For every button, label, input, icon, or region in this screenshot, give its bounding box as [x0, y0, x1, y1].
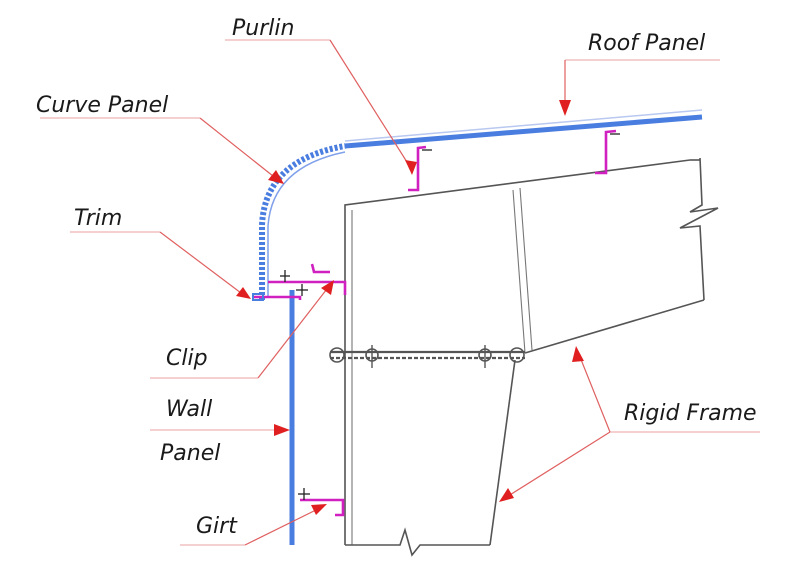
- haunch-stiffener: [512, 189, 526, 354]
- wall-panel-arrow: [274, 424, 290, 436]
- rigid-frame-leader-bottom: [504, 431, 611, 499]
- purlin-group: [408, 129, 620, 192]
- haunch-connection: [329, 345, 525, 368]
- girt-label: Girt: [196, 514, 238, 539]
- trim-corner: [252, 293, 264, 301]
- girt: [298, 488, 345, 517]
- roof-panel-rib: [344, 109, 703, 142]
- curve-panel-sheet: [259, 143, 346, 300]
- eave-trim-clip: [252, 263, 347, 301]
- haunch-stiffener-2: [519, 187, 533, 351]
- column-base-break: [345, 527, 490, 557]
- leaders: [40, 39, 760, 546]
- curve-panel-inner-edge: [267, 151, 346, 298]
- clip-arrow: [321, 280, 334, 295]
- rigid-frame-arrow-top: [572, 346, 584, 362]
- trim-label: Trim: [74, 206, 122, 231]
- rafter-break-symbol: [679, 157, 719, 301]
- purlin-leader: [329, 39, 413, 171]
- clip-piece: [310, 263, 330, 274]
- girt-section: [300, 498, 345, 517]
- rafter-bottom-flange: [524, 299, 705, 354]
- rigid-frame-leader-top: [577, 351, 611, 433]
- column-outer-flange: [344, 159, 691, 545]
- curve-panel: [259, 143, 346, 300]
- labels: Purlin Roof Panel Curve Panel Trim Clip …: [36, 16, 757, 539]
- trim-piece: [252, 295, 302, 300]
- purlin-left: [408, 145, 427, 192]
- curve-panel-leader: [199, 117, 279, 181]
- clip-leader: [257, 284, 331, 379]
- roof-panel-sheet: [344, 114, 703, 149]
- purlin-label: Purlin: [232, 16, 294, 41]
- curve-panel-label: Curve Panel: [36, 93, 168, 118]
- girt-leader: [244, 507, 321, 546]
- rigid-frame-arrow-bottom: [499, 488, 514, 502]
- rigid-frame: [329, 157, 719, 557]
- purlin-right: [595, 129, 617, 175]
- clip-label: Clip: [166, 346, 208, 371]
- trim-arrow: [236, 287, 251, 299]
- panel-label: Panel: [160, 441, 220, 466]
- roof-panel-arrow: [559, 100, 571, 116]
- wall-label: Wall: [166, 397, 212, 422]
- girt-arrow: [311, 504, 327, 515]
- roof-panel-label: Roof Panel: [588, 31, 705, 56]
- column-inner-flange: [489, 359, 516, 546]
- eave-strut-top: [268, 280, 347, 295]
- curve-panel-arrow: [268, 170, 284, 184]
- trim-leader: [159, 231, 246, 297]
- rigid-frame-label: Rigid Frame: [624, 401, 757, 426]
- purlin-arrow: [405, 160, 417, 175]
- roof-panel: [344, 109, 703, 149]
